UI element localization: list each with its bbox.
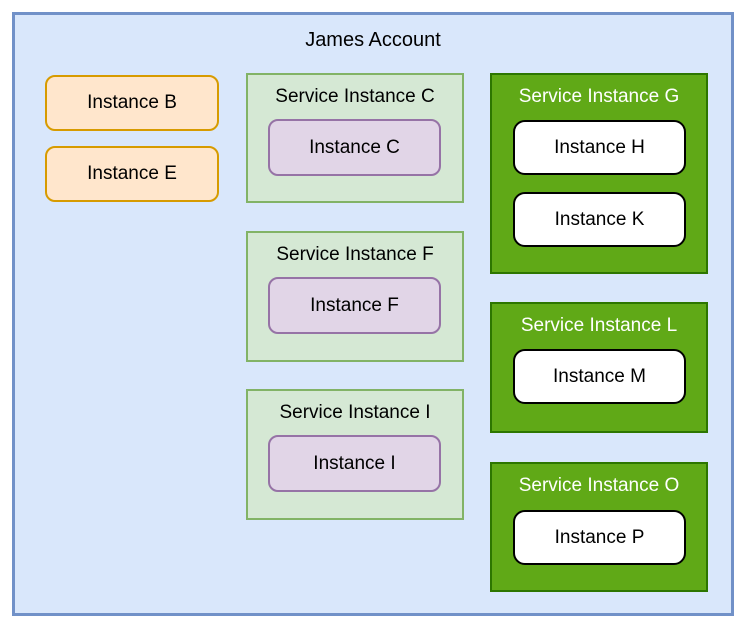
instance-p-node: Instance P bbox=[513, 510, 686, 565]
service-instance-l-group: Service Instance L Instance M bbox=[490, 302, 708, 433]
service-instance-o-group: Service Instance O Instance P bbox=[490, 462, 708, 592]
instance-i-node: Instance I bbox=[268, 435, 441, 492]
service-instance-o-title: Service Instance O bbox=[518, 475, 680, 496]
service-instance-g-title: Service Instance G bbox=[518, 86, 680, 107]
instance-e-node: Instance E bbox=[45, 146, 219, 202]
service-instance-f-title: Service Instance F bbox=[276, 244, 434, 265]
service-instance-g-group: Service Instance G Instance H Instance K bbox=[490, 73, 708, 274]
account-title: James Account bbox=[305, 29, 441, 51]
service-instance-c-title: Service Instance C bbox=[275, 86, 435, 107]
instance-c-node: Instance C bbox=[268, 119, 441, 176]
service-instance-c-group: Service Instance C Instance C bbox=[246, 73, 464, 203]
service-instance-i-group: Service Instance I Instance I bbox=[246, 389, 464, 520]
service-instance-i-title: Service Instance I bbox=[279, 402, 431, 423]
instance-h-node: Instance H bbox=[513, 120, 686, 175]
service-instance-l-title: Service Instance L bbox=[520, 315, 678, 336]
instance-m-node: Instance M bbox=[513, 349, 686, 404]
instance-f-node: Instance F bbox=[268, 277, 441, 334]
instance-k-node: Instance K bbox=[513, 192, 686, 247]
service-instance-f-group: Service Instance F Instance F bbox=[246, 231, 464, 362]
account-container: James Account Instance B Instance E Serv… bbox=[12, 12, 734, 616]
instance-b-node: Instance B bbox=[45, 75, 219, 131]
